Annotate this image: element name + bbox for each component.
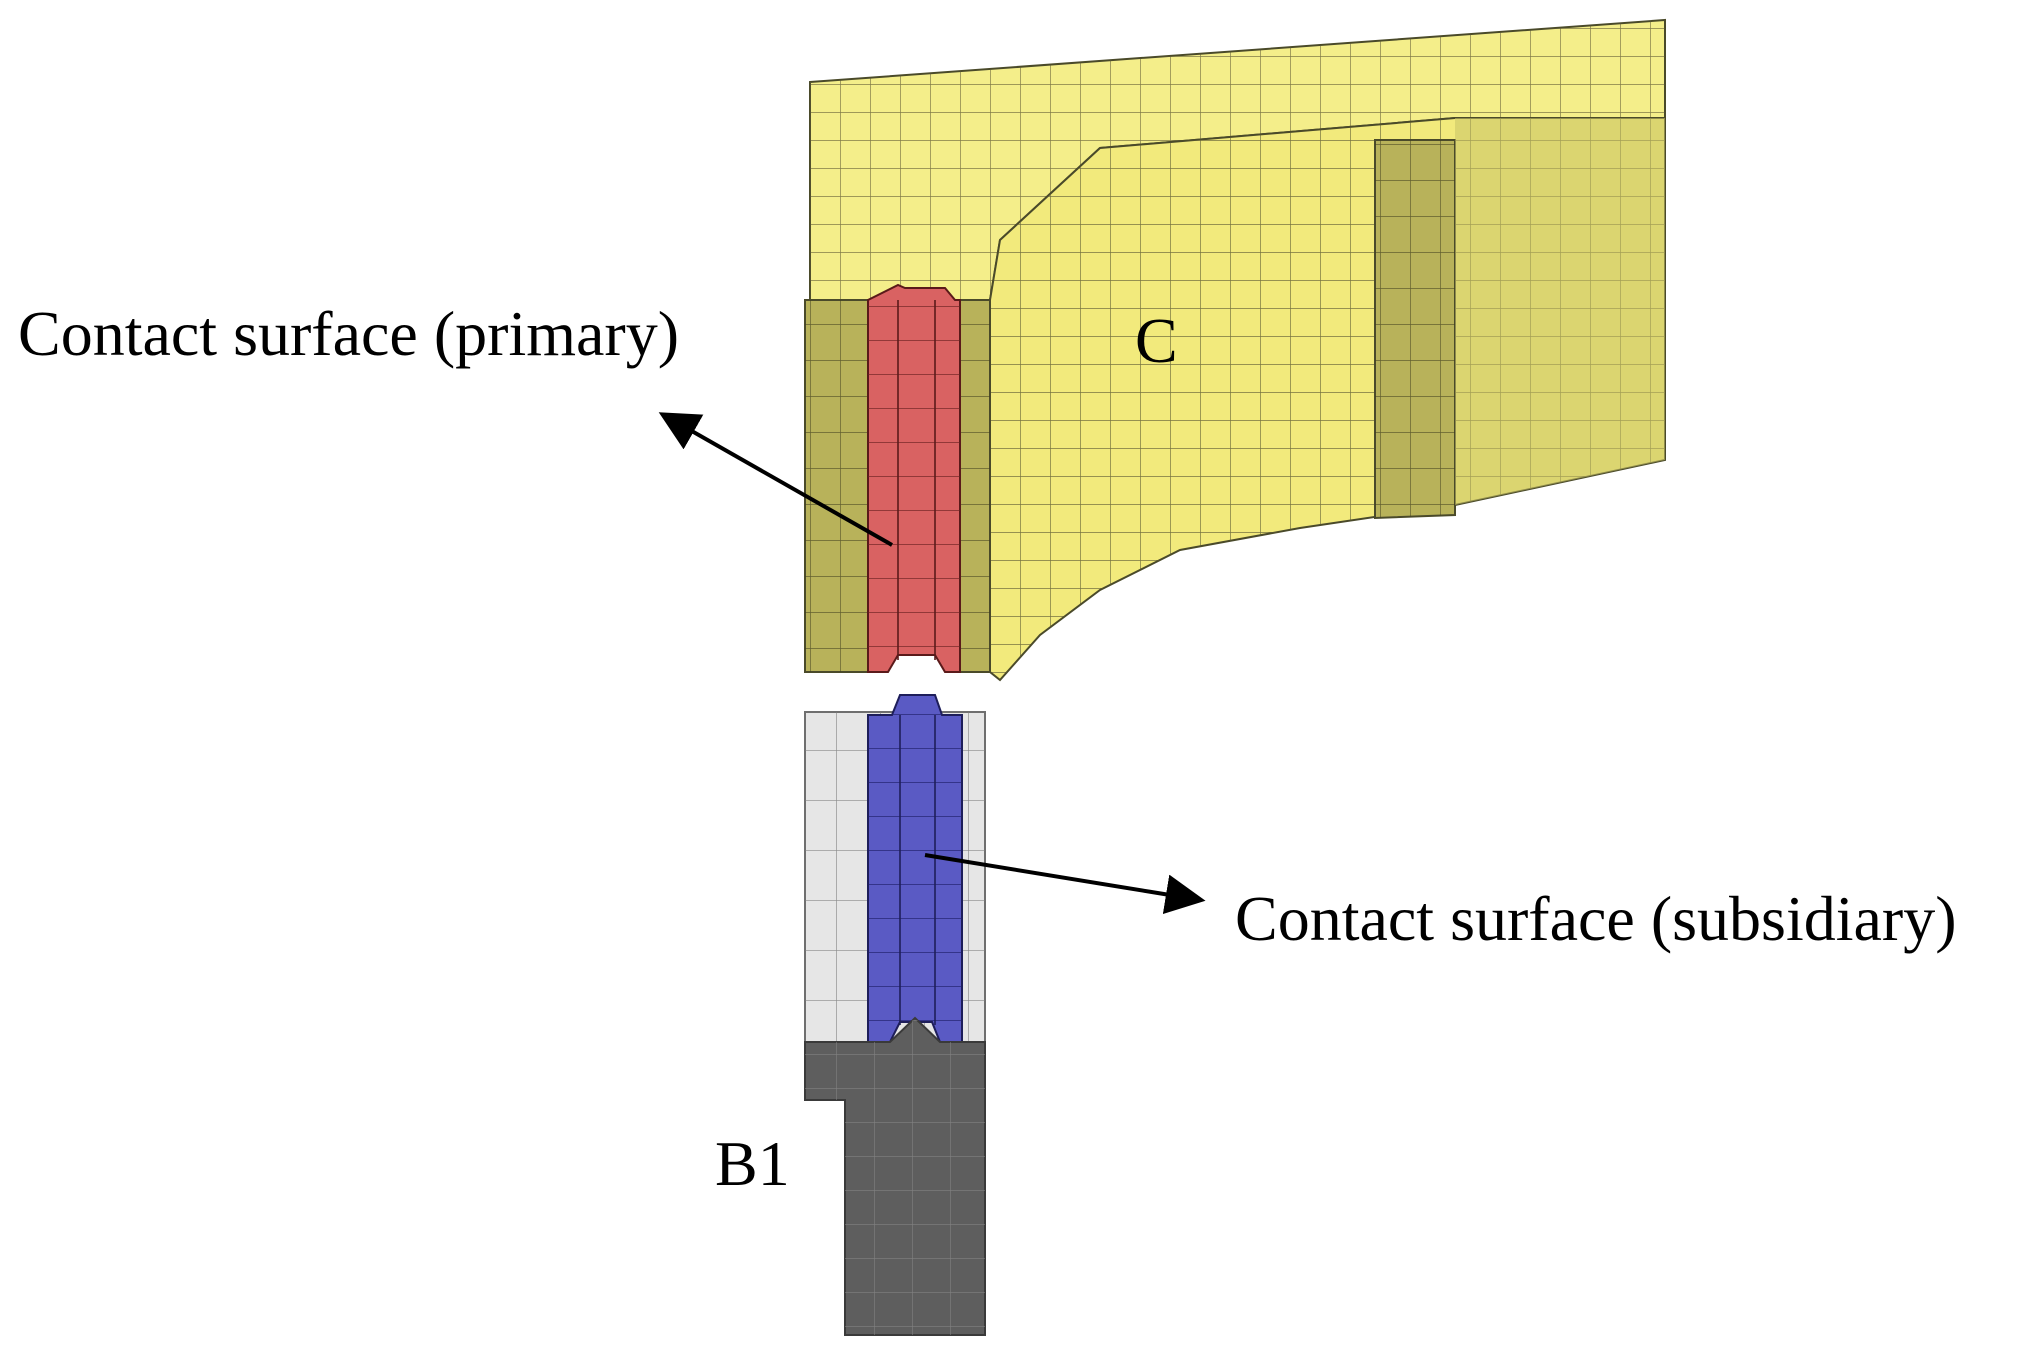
subsidiary-arrow <box>924 853 1206 915</box>
primary-surface-label: Contact surface (primary) <box>18 298 679 369</box>
primary-contact-surface <box>867 283 961 673</box>
subsidiary-contact-surface <box>867 694 963 1043</box>
part-c-body <box>804 18 1666 682</box>
part-b1-label: B1 <box>715 1128 790 1199</box>
part-b1-body <box>804 1016 986 1336</box>
subsidiary-surface-label: Contact surface (subsidiary) <box>1235 883 1957 954</box>
part-c-label: C <box>1135 305 1178 376</box>
primary-arrow <box>658 412 893 547</box>
